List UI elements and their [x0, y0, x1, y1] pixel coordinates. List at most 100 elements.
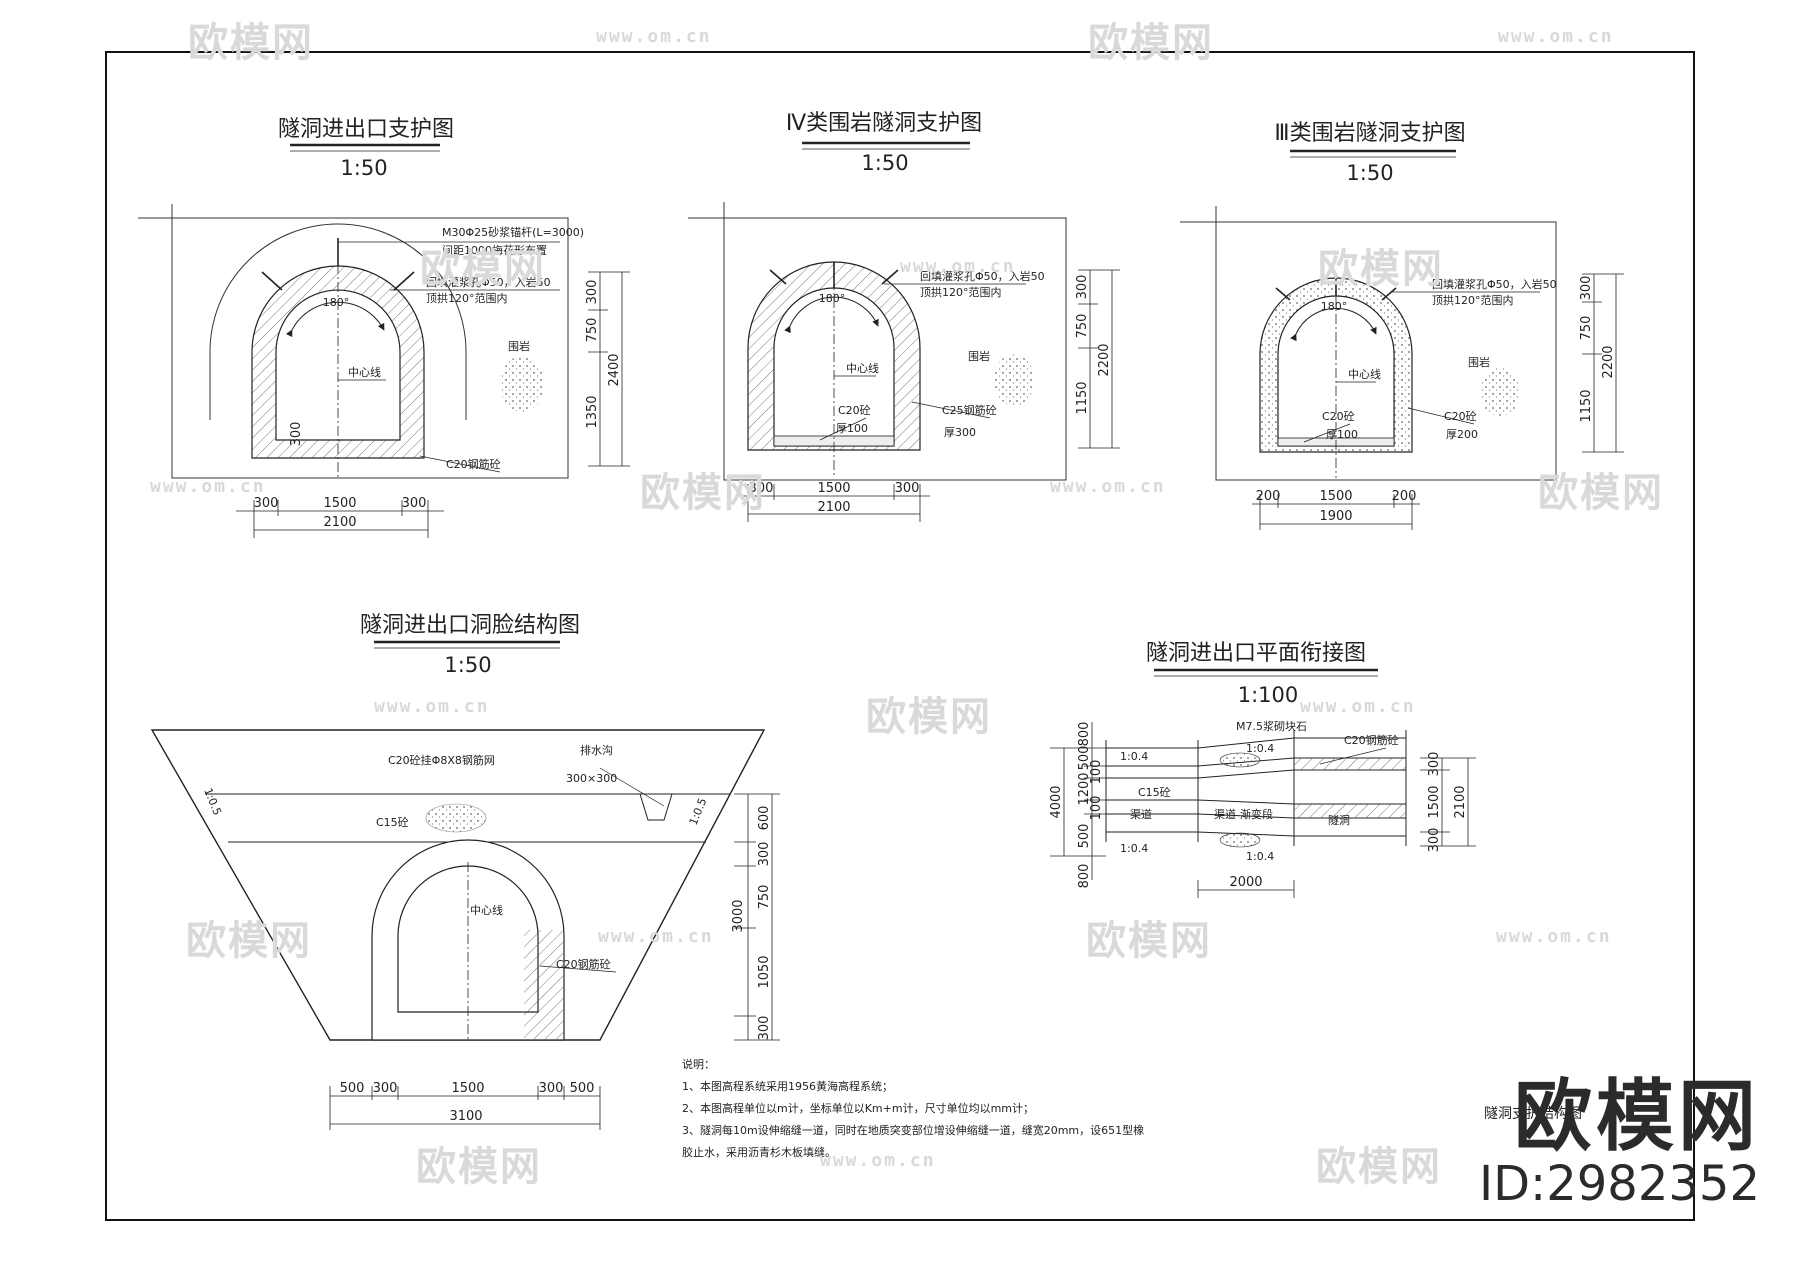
watermark-logo: 欧模网 [416, 1144, 542, 1190]
sheet-title: 隧洞支护结构图 [1484, 1106, 1582, 1122]
dim-v2: 750 [585, 318, 600, 343]
drawing5-scale: 1:100 [1238, 683, 1299, 707]
grout-label: 回填灌浆孔Φ50，入岩50 [426, 275, 551, 289]
anchor-label: M30Φ25砂浆锚杆(L=3000) [442, 225, 584, 239]
grout-range-label: 顶拱120°范围内 [426, 291, 508, 305]
lining-label: C25钢筋砼 [942, 403, 997, 417]
dim-v-total: 3000 [731, 899, 746, 932]
c15-label: C15砼 [1138, 786, 1171, 799]
dim-l1: 800 [1077, 722, 1092, 747]
dim-l-total: 4000 [1049, 785, 1064, 818]
dim-l7: 800 [1077, 864, 1092, 889]
grout-range-label: 顶拱120°范围内 [1432, 293, 1514, 307]
watermark-url: www.om.cn [1496, 926, 1612, 947]
watermark-logo: 欧模网 [1316, 1144, 1442, 1190]
horizontal-dimensions [329, 1086, 601, 1130]
drawing-entrance-support: 隧洞进出口支护图 1:50 180° 围岩 M30Φ25砂浆锚杆(L=3000)… [138, 117, 630, 538]
dim-v4: 1050 [757, 955, 772, 988]
rock-boundary [138, 204, 569, 479]
tunnel-lining-top [1294, 758, 1406, 770]
drawing-class3-support: Ⅲ类围岩隧洞支护图 1:50 180° 围岩 回填灌浆孔Φ50，入岩50 顶拱1… [1180, 121, 1624, 530]
dim-v1: 600 [757, 806, 772, 831]
dim-v2: 750 [1579, 316, 1594, 341]
transition-label: 渐变段 [1240, 807, 1273, 821]
drawing3-title: Ⅲ类围岩隧洞支护图 [1274, 121, 1465, 146]
dim-h3: 1500 [451, 1081, 484, 1096]
watermark-logo: 欧模网 [1318, 246, 1444, 292]
dim-v1: 300 [585, 280, 600, 305]
floor-thk-label: 厚100 [1326, 428, 1358, 441]
drawing1-scale: 1:50 [340, 156, 387, 180]
vertical-dimensions [1078, 269, 1120, 449]
slope-top-label: 1:0.4 [1120, 750, 1148, 763]
notes-heading: 说明： [682, 1057, 715, 1071]
angle-arc [784, 296, 879, 334]
angle-label: 180° [323, 296, 350, 309]
dim-v3: 1150 [1075, 381, 1090, 414]
horizontal-dimensions [1252, 494, 1420, 530]
note-item-3: 3、隧洞每10m设伸缩缝一道，同时在地质突变部位增设伸缩缝一道，缝宽20mm，设… [682, 1123, 1144, 1137]
left-dimensions [1050, 722, 1106, 880]
horizontal-dimensions [740, 484, 930, 522]
drawing-plan-connection: 隧洞进出口平面衔接图 1:100 M7.5浆砌块石 C20钢筋砼 C15砼 1:… [1049, 641, 1476, 898]
floor-label: C20砼 [838, 404, 871, 417]
dim-v3: 750 [757, 885, 772, 910]
dim-v-total: 2200 [1601, 345, 1616, 378]
dim-r-total: 2100 [1453, 785, 1468, 818]
dim-v-total: 2400 [607, 353, 622, 386]
stamp: 欧模网 ID:2982352 [1479, 1078, 1760, 1214]
masonry-symbol-top [1219, 752, 1261, 768]
dim-r3: 300 [1427, 828, 1442, 853]
watermark-url: www.om.cn [1498, 26, 1614, 47]
masonry-symbol-bottom [1219, 832, 1261, 848]
drawing2-scale: 1:50 [861, 151, 908, 175]
channel-label: 渠道 [1130, 807, 1152, 821]
lining-thk-label: 厚200 [1446, 428, 1478, 441]
dim-l5: 100 [1089, 796, 1104, 821]
rock-symbol [1480, 368, 1520, 416]
vertical-dimensions [588, 271, 630, 467]
floor-leader [1303, 423, 1351, 443]
dim-h1: 300 [749, 481, 774, 496]
dim-h2: 300 [373, 1081, 398, 1096]
angle-arc [1290, 307, 1377, 342]
dim-h4: 300 [539, 1081, 564, 1096]
dim-bottom: 2000 [1229, 875, 1262, 890]
lining-leader [1319, 747, 1387, 765]
lining-label: C20钢筋砼 [1344, 733, 1399, 747]
rock-boundary [1180, 206, 1557, 481]
masonry-label: M7.5浆砌块石 [1236, 719, 1307, 733]
watermark-logo: 欧模网 [420, 246, 546, 292]
dim-h2: 1500 [323, 496, 356, 511]
drain-label: 排水沟 [580, 743, 613, 757]
anchor-spacing-label: 间距1000梅花形布置 [442, 243, 547, 257]
lining-hatch-patch [524, 930, 564, 1040]
lining-label: C20砼 [1444, 410, 1477, 423]
dim-v2: 300 [757, 842, 772, 867]
lining [747, 261, 921, 451]
watermark-logo: 欧模网 [1538, 470, 1664, 516]
dim-h-total: 3100 [449, 1109, 482, 1124]
drain-size-label: 300×300 [566, 772, 617, 785]
vertical-dimensions [1582, 273, 1624, 453]
watermark-logo: 欧模网 [640, 470, 766, 516]
lining-leader [539, 965, 617, 973]
dim-v-total: 2200 [1097, 343, 1112, 376]
dim-h3: 200 [1392, 489, 1417, 504]
dim-v5: 300 [757, 1016, 772, 1041]
drawing3-scale: 1:50 [1346, 161, 1393, 185]
slope-bot2-label: 1:0.4 [1246, 850, 1274, 863]
rock-label: 围岩 [1468, 355, 1490, 369]
anchor-zone-outline [209, 223, 467, 420]
note-item-4: 胶止水，采用沥青杉木板填缝。 [682, 1145, 836, 1159]
lining-leader [419, 455, 501, 473]
watermark-url: www.om.cn [820, 1150, 936, 1171]
lining-thk-label: 厚300 [944, 426, 976, 439]
slope-right-label: 1:0.5 [687, 796, 710, 827]
rock-symbol [994, 354, 1034, 406]
watermark-url: www.om.cn [374, 696, 490, 717]
slope-left-label: 1:0.5 [201, 786, 224, 817]
drawing4-scale: 1:50 [444, 653, 491, 677]
drain-ditch [639, 793, 673, 821]
centerline-label: 中心线 [846, 361, 879, 375]
